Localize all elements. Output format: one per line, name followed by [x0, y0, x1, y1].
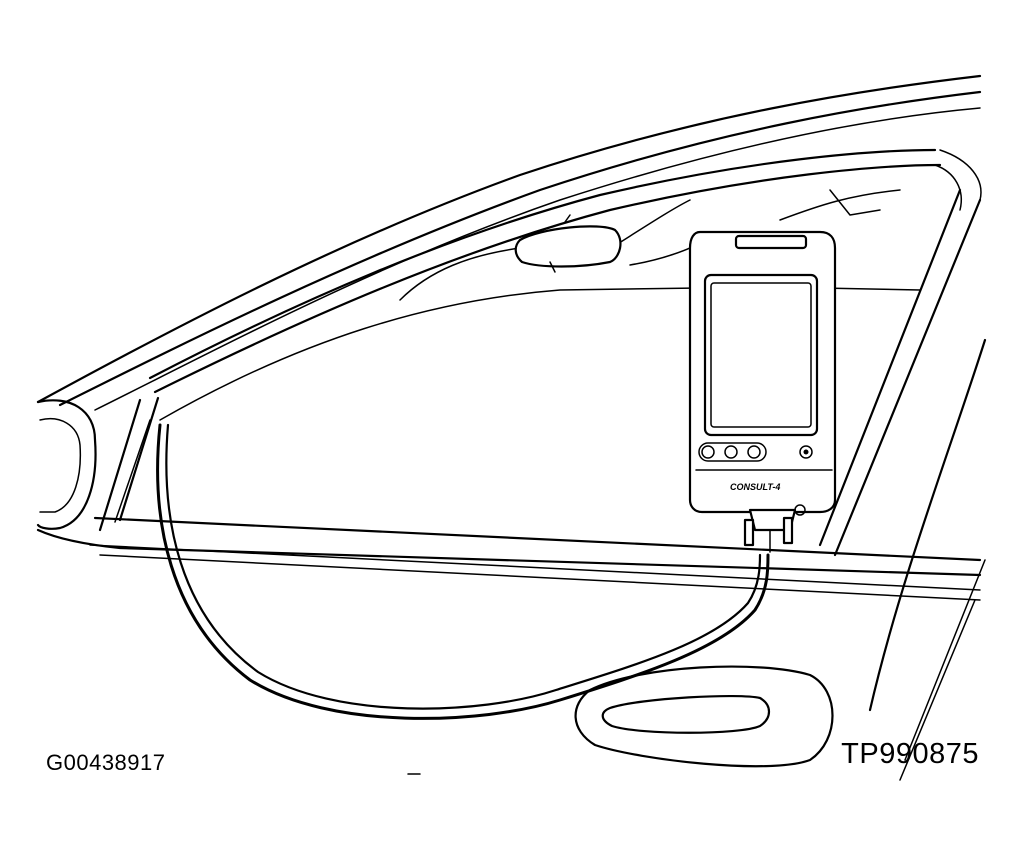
- side-mirror: [36, 399, 97, 530]
- door-window-frame: [98, 188, 982, 557]
- device-button-3: [747, 445, 761, 459]
- device-button-2: [724, 445, 738, 459]
- rearview-mirror: [514, 214, 622, 273]
- consult-device: CONSULT-4: [688, 230, 837, 553]
- door-handle: [574, 665, 834, 768]
- device-label: CONSULT-4: [730, 482, 780, 492]
- device-button-1: [701, 445, 715, 459]
- diagnostic-cable: [156, 423, 770, 720]
- roof-pillar-lines: [36, 74, 982, 411]
- door-body-lines: [868, 338, 987, 781]
- device-power-button: [799, 445, 813, 459]
- device-screen: [703, 273, 819, 437]
- figure-code-left: G00438917: [46, 750, 166, 775]
- door-beltline: [36, 516, 982, 601]
- figure-code-right: TP990875: [841, 738, 979, 770]
- device-top-slot: [734, 234, 808, 250]
